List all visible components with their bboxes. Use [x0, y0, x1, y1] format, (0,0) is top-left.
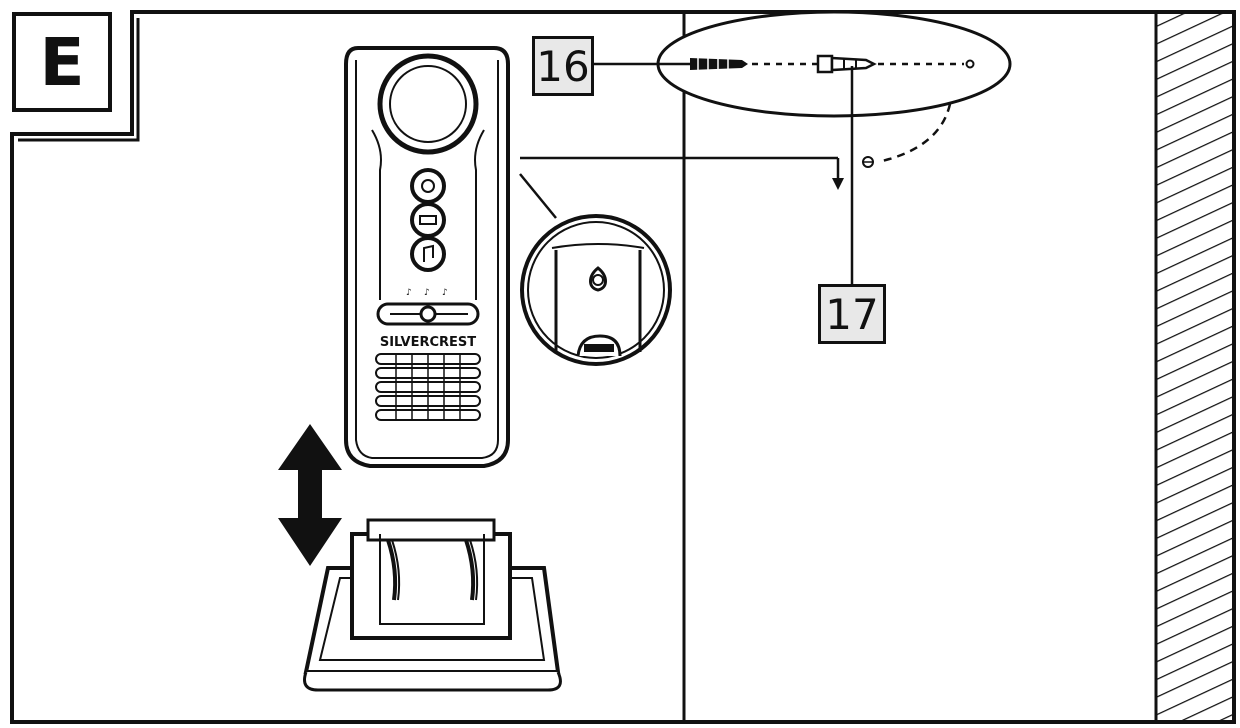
up-down-arrow-icon [278, 424, 342, 566]
mount-arrow [520, 156, 844, 190]
section-letter-box [12, 12, 112, 112]
handset-button-3 [410, 236, 446, 272]
handset-button-2 [410, 202, 446, 238]
svg-text:♪: ♪ [406, 288, 412, 298]
keyhole-detail-inset [519, 173, 672, 366]
device-brand-text: SILVERCREST [380, 335, 476, 350]
handset: ♪ ♪ ♪ SILVERCREST [344, 46, 510, 468]
dashed-arrow-icon [862, 103, 952, 168]
callout-17: 17 [818, 284, 886, 344]
handset-volume-slider: ♪ ♪ ♪ [376, 288, 480, 326]
svg-text:♪: ♪ [424, 288, 430, 298]
screw-icon [690, 58, 748, 70]
wall-plug-icon [816, 54, 877, 74]
wall-hatch-icon [1154, 12, 1232, 722]
screw-plug-detail [594, 10, 1012, 286]
svg-text:♪: ♪ [442, 288, 448, 298]
diagram-border [10, 10, 1236, 724]
speaker-grille [375, 353, 481, 421]
callout-16: 16 [532, 36, 594, 96]
keyhole-icon [589, 266, 607, 292]
charging-base [303, 518, 562, 692]
section-letter: E [39, 23, 85, 101]
handset-button-1 [410, 168, 446, 204]
